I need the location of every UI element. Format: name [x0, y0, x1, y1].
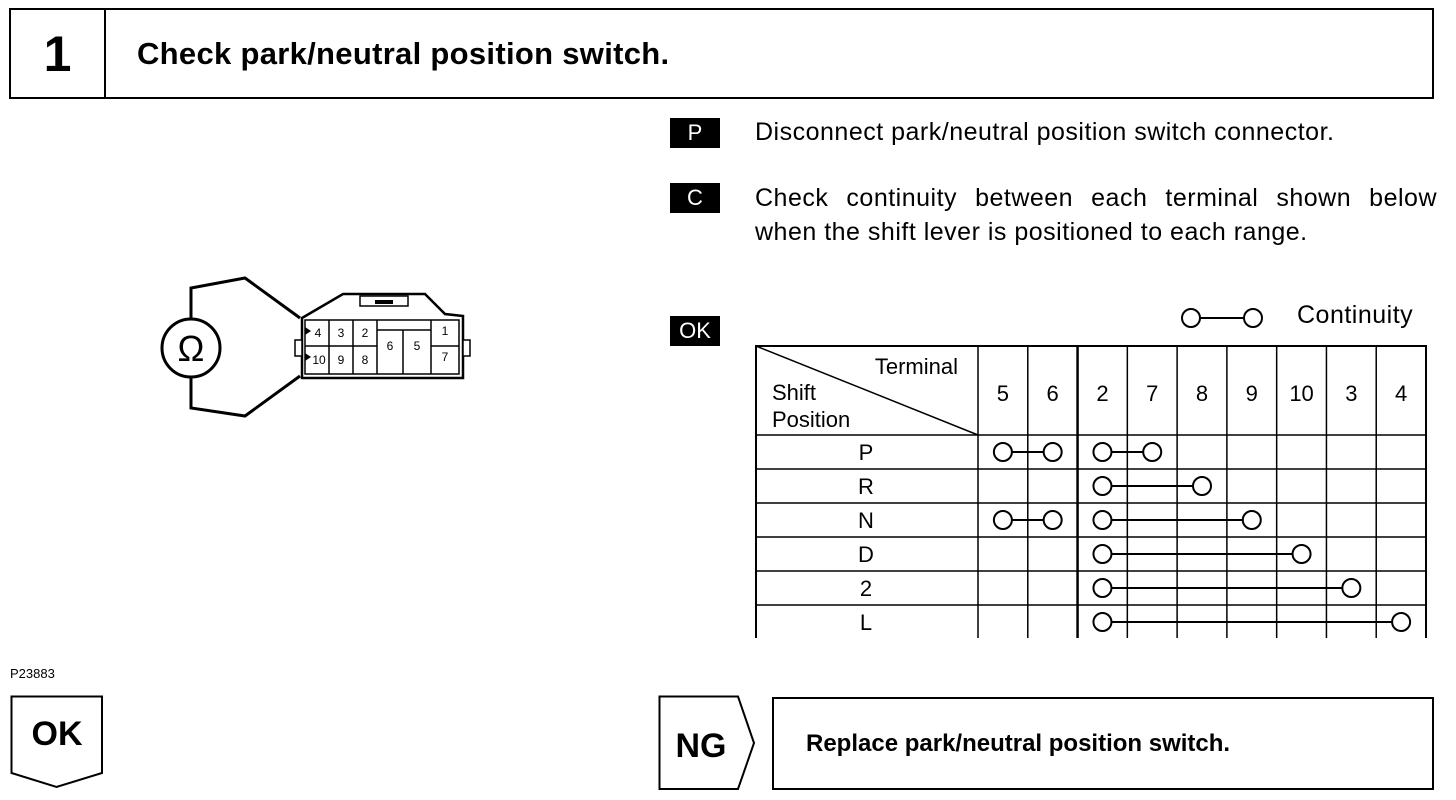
table-frame: [755, 345, 1427, 638]
continuity-dot: [1291, 544, 1312, 564]
instruction-check-continuity: Check continuity between each terminal s…: [755, 184, 1437, 246]
terminal-4: 4: [315, 326, 322, 340]
header-shift: Shift: [772, 380, 816, 405]
continuity-dot: [992, 510, 1013, 530]
column-header-10: 10: [1289, 381, 1313, 406]
ng-action-text: Replace park/neutral position switch.: [806, 729, 1231, 757]
column-header-3: 3: [1345, 381, 1357, 406]
row-position-D: D: [858, 542, 874, 567]
terminal-6: 6: [387, 339, 394, 353]
column-header-2: 2: [1096, 381, 1108, 406]
step-number: 1: [11, 10, 106, 97]
result-ng-label: NG: [676, 727, 727, 765]
continuity-dot: [1341, 578, 1362, 598]
column-header-4: 4: [1395, 381, 1407, 406]
continuity-dot: [1391, 612, 1412, 632]
column-header-5: 5: [997, 381, 1009, 406]
row-position-N: N: [858, 508, 874, 533]
column-header-7: 7: [1146, 381, 1158, 406]
result-ok-label: OK: [32, 715, 83, 753]
continuity-dot: [1092, 510, 1113, 530]
connector-diagram: Ω 4 3 2 1 10 9 8 6 5 7: [160, 276, 471, 418]
continuity-dot: [1042, 510, 1063, 530]
row-position-R: R: [858, 474, 874, 499]
terminal-10: 10: [312, 353, 326, 367]
row-position-L: L: [860, 610, 872, 635]
test-lead-top: [189, 276, 301, 323]
legend-label: Continuity: [1297, 301, 1414, 329]
continuity-dot: [992, 442, 1013, 462]
continuity-dot: [1092, 578, 1113, 598]
column-header-6: 6: [1047, 381, 1059, 406]
result-ng-box: NG: [658, 695, 756, 790]
header-position: Position: [772, 407, 850, 432]
step-header: 1 Check park/neutral position switch.: [9, 8, 1434, 99]
test-lead-bottom: [189, 373, 301, 418]
header-diagonal: [755, 345, 979, 436]
continuity-dot: [1241, 510, 1262, 530]
ng-action-box: Replace park/neutral position switch.: [772, 697, 1434, 790]
terminal-9: 9: [338, 353, 345, 367]
continuity-dot: [1092, 476, 1113, 496]
continuity-dot: [1142, 442, 1163, 462]
column-header-8: 8: [1196, 381, 1208, 406]
continuity-dot: [1042, 442, 1063, 462]
badge-ok: OK: [670, 316, 720, 346]
badge-check: C: [670, 183, 720, 213]
terminal-8: 8: [362, 353, 369, 367]
continuity-dot: [1092, 544, 1113, 564]
ohmmeter-icon: [160, 317, 222, 379]
terminal-2: 2: [362, 326, 369, 340]
terminal-5: 5: [414, 339, 421, 353]
instruction-disconnect: Disconnect park/neutral position switch …: [755, 118, 1335, 146]
result-ok-box: OK: [10, 695, 103, 789]
continuity-legend-symbol: [1181, 308, 1263, 328]
row-position-P: P: [859, 440, 874, 465]
ohm-symbol: Ω: [178, 328, 205, 369]
connector-housing: [300, 292, 465, 380]
figure-code: P23883: [10, 666, 55, 681]
header-terminal: Terminal: [875, 354, 958, 379]
step-title: Check park/neutral position switch.: [137, 35, 670, 71]
continuity-dot: [1092, 442, 1113, 462]
row-position-2: 2: [860, 576, 872, 601]
terminal-7: 7: [442, 350, 449, 364]
terminal-3: 3: [338, 326, 345, 340]
terminal-1: 1: [442, 324, 449, 338]
connector-latch: [359, 295, 409, 307]
column-header-9: 9: [1246, 381, 1258, 406]
continuity-dot: [1092, 612, 1113, 632]
badge-prepare: P: [670, 118, 720, 148]
continuity-dot: [1192, 476, 1212, 496]
